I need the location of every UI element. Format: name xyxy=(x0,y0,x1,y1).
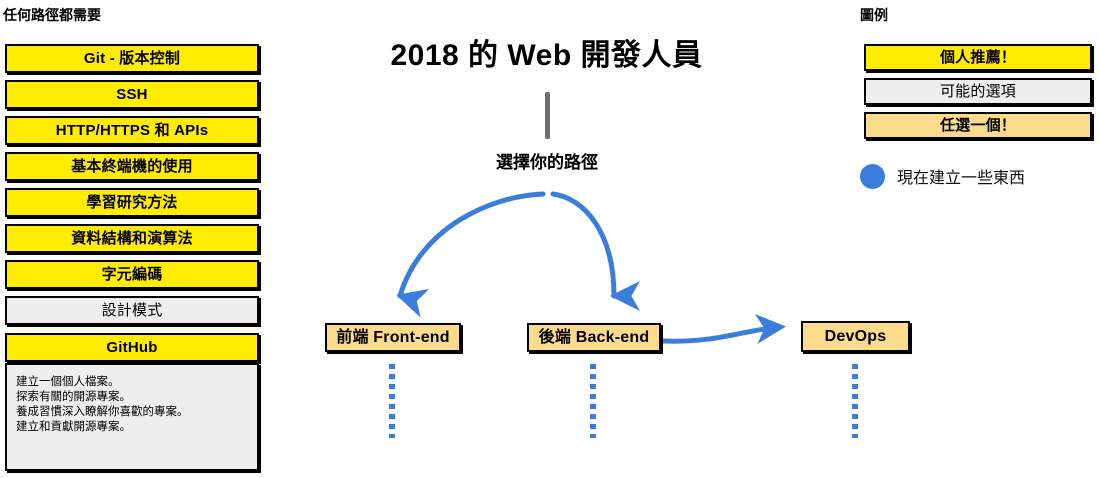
legend-item-personal-recommendation: 個人推薦！ xyxy=(864,44,1092,71)
page-title: 2018 的 Web 開發人員 xyxy=(0,30,1099,74)
dotted-line-backend xyxy=(590,364,596,438)
trunk-connector-line xyxy=(545,92,550,139)
branch-box-frontend[interactable]: 前端 Front-end xyxy=(325,323,461,352)
left-column-header: 任何路徑都需要 xyxy=(3,7,101,23)
legend-item-possible-option: 可能的選項 xyxy=(864,78,1092,105)
left-item-github[interactable]: GitHub xyxy=(5,333,259,362)
left-item-ssh[interactable]: SSH xyxy=(5,80,259,109)
left-item-datastructures[interactable]: 資料結構和演算法 xyxy=(5,224,259,253)
dotted-line-frontend xyxy=(389,364,395,438)
legend-item-build-something: 現在建立一些東西 xyxy=(860,161,1095,191)
github-description-panel: 建立一個個人檔案。 探索有關的開源專案。 養成習慣深入瞭解你喜歡的專案。 建立和… xyxy=(5,363,259,471)
choose-path-label: 選擇你的路徑 xyxy=(496,153,598,172)
left-item-git[interactable]: Git - 版本控制 xyxy=(5,44,259,73)
blue-circle-icon xyxy=(860,163,885,189)
legend-header: 圖例 xyxy=(860,7,888,23)
left-item-design-patterns[interactable]: 設計模式 xyxy=(5,296,259,325)
page-title-text: 2018 的 Web 開發人員 xyxy=(390,39,703,72)
arrow-backend-to-devops xyxy=(661,314,786,344)
branch-box-backend[interactable]: 後端 Back-end xyxy=(527,323,661,352)
left-item-http-apis[interactable]: HTTP/HTTPS 和 APIs xyxy=(5,116,259,145)
arrow-to-backend xyxy=(550,191,641,311)
left-item-encoding[interactable]: 字元編碼 xyxy=(5,260,259,289)
left-item-research[interactable]: 學習研究方法 xyxy=(5,188,259,217)
arrow-to-frontend xyxy=(396,191,546,318)
branch-box-devops[interactable]: DevOps xyxy=(801,321,910,352)
legend-build-now-label: 現在建立一些東西 xyxy=(897,170,1026,187)
dotted-line-devops xyxy=(852,364,858,438)
left-item-terminal[interactable]: 基本終端機的使用 xyxy=(5,152,259,181)
legend-item-pick-one: 任選一個！ xyxy=(864,112,1092,139)
